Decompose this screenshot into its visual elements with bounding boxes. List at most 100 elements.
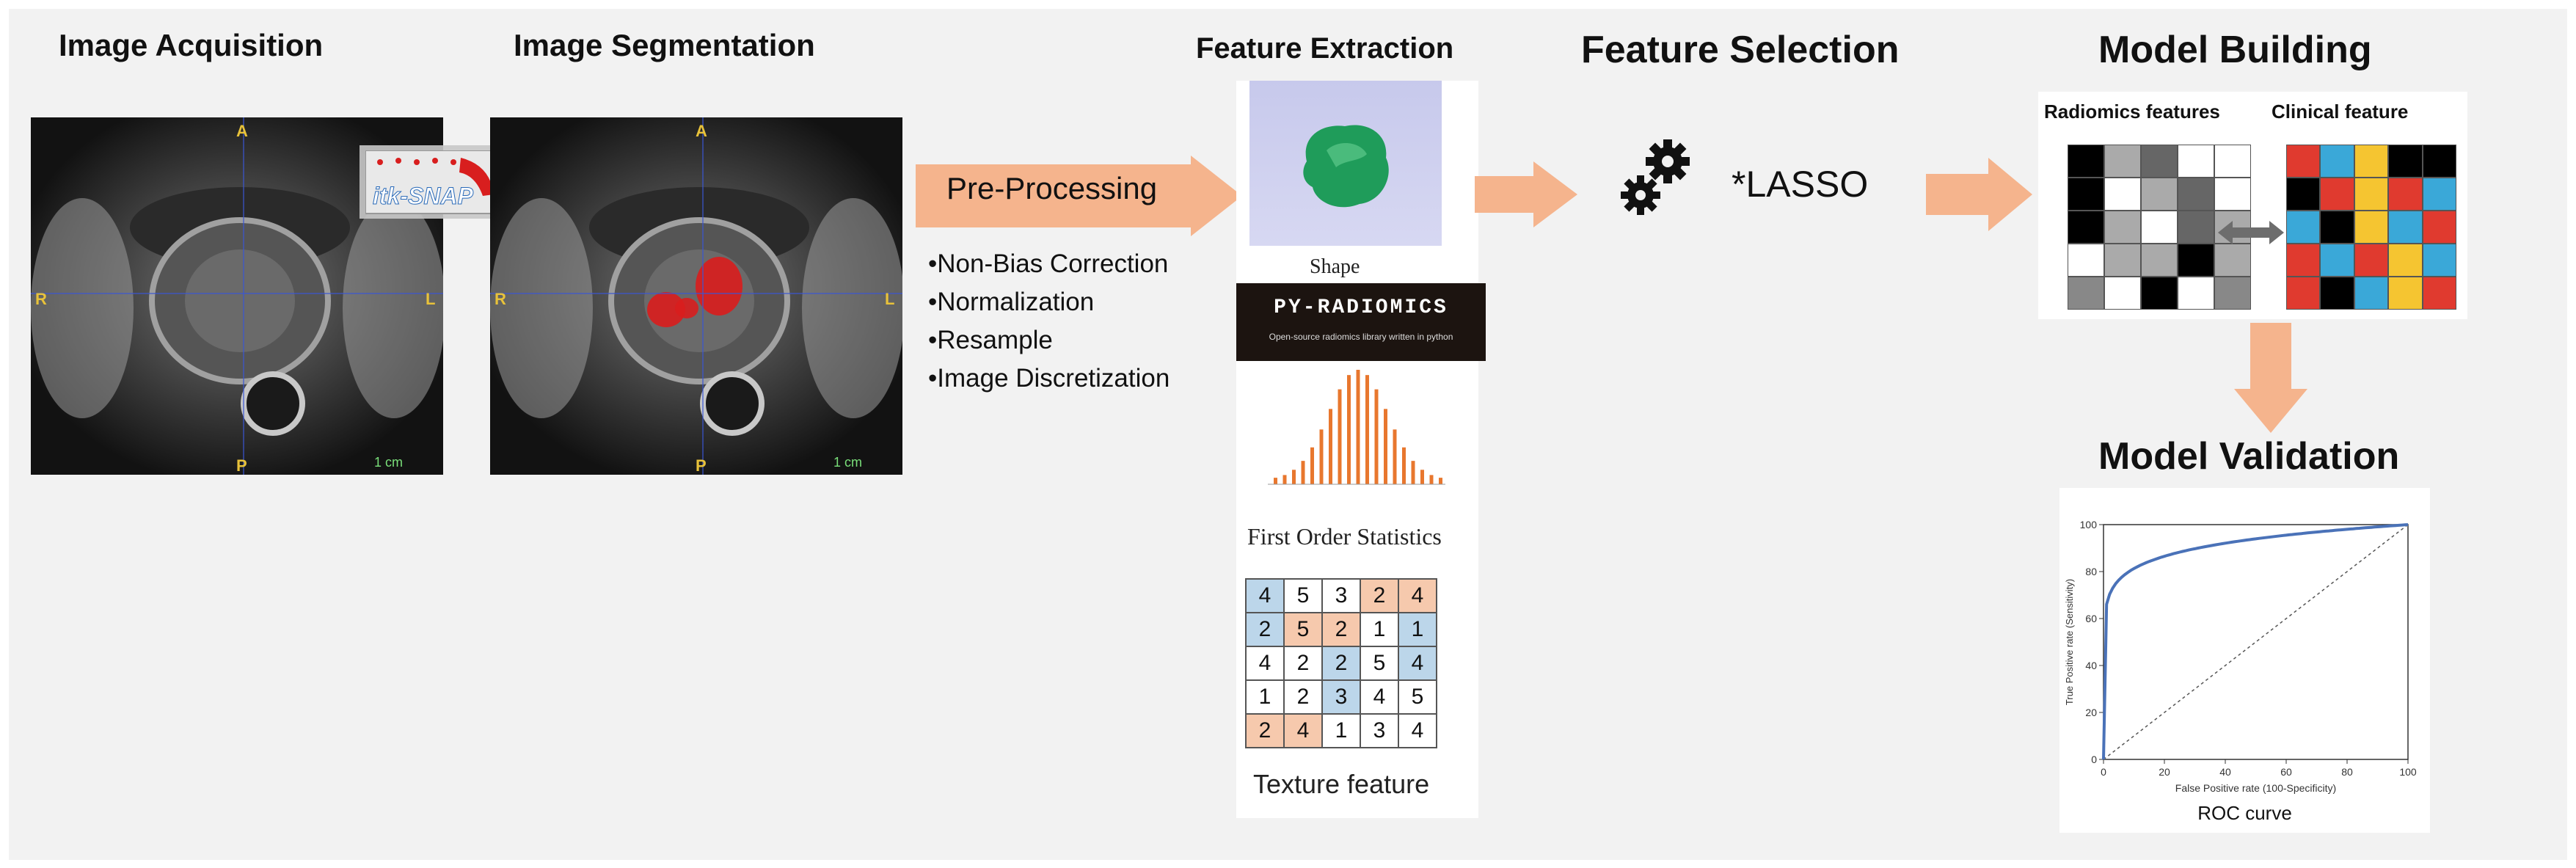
clinical-grid-cell [2388, 211, 2423, 244]
texture-cell: 4 [1398, 713, 1437, 748]
clinical-grid-cell [2320, 145, 2354, 178]
radiomics-grid-cell [2141, 211, 2178, 244]
radiomics-grid-cell [2178, 178, 2214, 211]
roc-y-tick-label: 100 [2080, 519, 2098, 530]
roc-chance-line [2103, 524, 2409, 760]
roc-caption: ROC curve [2197, 802, 2292, 824]
roc-x-tick-label: 0 [2101, 766, 2106, 778]
radiomics-grid-cell [2104, 178, 2141, 211]
itksnap-logo-text: itk-SNAP [373, 183, 474, 210]
clinical-grid-cell [2286, 277, 2321, 310]
histogram-bar [1301, 461, 1305, 484]
double-arrow-icon [2218, 221, 2284, 244]
texture-cell: 4 [1398, 646, 1437, 681]
texture-caption: Texture feature [1253, 769, 1430, 799]
texture-cell: 2 [1360, 578, 1399, 613]
radiomics-grid-cell [2141, 178, 2178, 211]
histogram-bar [1329, 409, 1332, 484]
stage-title-validation: Model Validation [2098, 435, 2400, 478]
texture-cell: 5 [1360, 646, 1399, 681]
radiomics-grid-cell [2104, 145, 2141, 178]
texture-cell: 3 [1321, 578, 1361, 613]
clinical-grid-cell [2388, 277, 2423, 310]
radiomics-grid-cell [2068, 244, 2104, 277]
texture-cell: 4 [1245, 646, 1285, 681]
clinical-feature-label: Clinical feature [2272, 101, 2409, 123]
preprocessing-label: Pre-Processing [946, 171, 1158, 205]
texture-cell: 2 [1245, 612, 1285, 647]
histogram-bar [1374, 389, 1379, 484]
preprocessing-arrow [916, 156, 1242, 236]
histogram-bar [1282, 475, 1287, 484]
roc-x-tick-label: 100 [2399, 766, 2417, 778]
texture-cell: 4 [1360, 679, 1399, 715]
texture-cell: 3 [1360, 713, 1399, 748]
clinical-grid-cell [2320, 277, 2354, 310]
texture-cell: 1 [1360, 612, 1399, 647]
preprocessing-step: •Normalization [928, 288, 1095, 316]
clinical-grid-cell [2422, 244, 2456, 277]
mri-anatomy-graphic [31, 117, 443, 475]
gears-icon [1621, 139, 1690, 215]
clinical-grid-cell [2320, 244, 2354, 277]
radiomics-grid-cell [2178, 145, 2214, 178]
clinical-grid-cell [2354, 277, 2389, 310]
histogram-bar [1439, 478, 1442, 484]
texture-cell: 1 [1245, 679, 1285, 715]
radiomics-grid-cell [2104, 244, 2141, 277]
radiomics-grid-cell [2141, 145, 2178, 178]
stage-title-acquisition: Image Acquisition [59, 28, 324, 62]
clinical-grid-cell [2286, 145, 2321, 178]
radiomics-grid-cell [2068, 211, 2104, 244]
histogram-bar [1420, 470, 1424, 484]
histogram-bar [1356, 370, 1360, 484]
texture-cell: 2 [1283, 646, 1323, 681]
roc-frame [2103, 524, 2409, 760]
texture-cell: 3 [1321, 679, 1361, 715]
clinical-grid-cell [2286, 211, 2321, 244]
roc-y-tick-label: 80 [2085, 566, 2097, 577]
radiomics-features-label: Radiomics features [2044, 101, 2220, 123]
stage-title-segmentation: Image Segmentation [514, 28, 815, 62]
roc-y-tick-label: 20 [2085, 707, 2097, 718]
texture-cell: 2 [1245, 713, 1285, 748]
histogram-bar [1292, 470, 1296, 484]
roc-y-tick-label: 60 [2085, 613, 2097, 624]
texture-cell: 4 [1245, 578, 1285, 613]
clinical-grid-cell [2354, 244, 2389, 277]
texture-cell: 2 [1283, 679, 1323, 715]
radiomics-grid-cell [2068, 178, 2104, 211]
clinical-grid-cell [2320, 178, 2354, 211]
orientation-posterior: P [696, 456, 707, 475]
texture-cell: 4 [1283, 713, 1323, 748]
orientation-right: R [35, 290, 47, 308]
histogram-bar [1411, 461, 1415, 484]
radiomics-grid-cell [2178, 244, 2214, 277]
stage-title-building: Model Building [2098, 29, 2372, 71]
texture-cell: 1 [1398, 612, 1437, 647]
clinical-grid-cell [2388, 178, 2423, 211]
model-building-card: Radiomics features Clinical feature [2038, 92, 2467, 319]
texture-cell: 5 [1283, 612, 1323, 647]
roc-y-axis-label: True Positive rate (Sensitivity) [2064, 579, 2075, 705]
clinical-grid-cell [2354, 211, 2389, 244]
preprocessing-step: •Non-Bias Correction [928, 249, 1169, 278]
histogram-bar [1319, 429, 1324, 484]
roc-x-tick-label: 80 [2341, 766, 2353, 778]
histogram-bar [1384, 409, 1387, 484]
histogram-bar [1274, 478, 1277, 484]
texture-cell: 1 [1321, 713, 1361, 748]
histogram-bar [1365, 375, 1369, 484]
texture-cell: 5 [1283, 578, 1323, 613]
scale-bar-label: 1 cm [374, 455, 404, 470]
clinical-grid-cell [2286, 178, 2321, 211]
radiomics-grid-cell [2178, 211, 2214, 244]
clinical-grid-cell [2422, 145, 2456, 178]
